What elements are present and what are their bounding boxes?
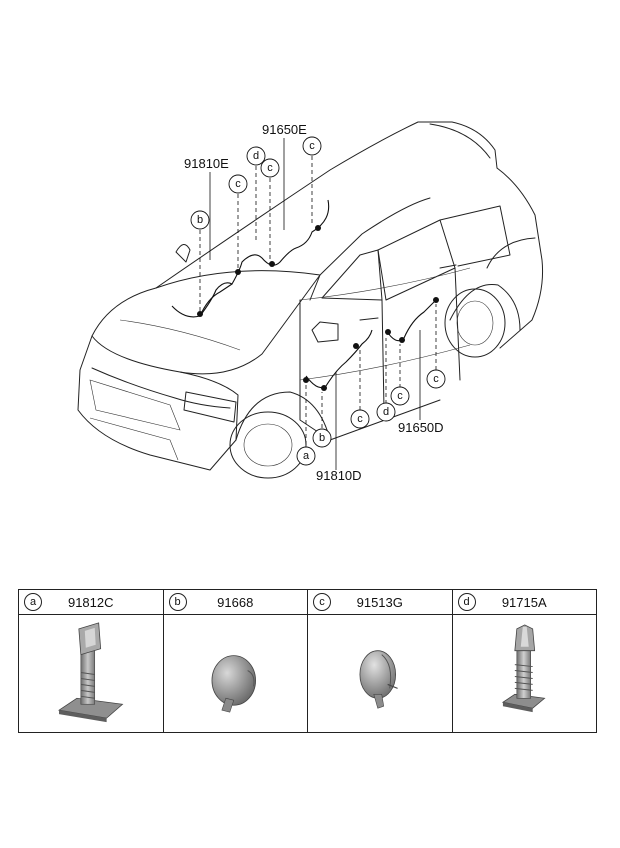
marker-c-2: c (260, 158, 280, 178)
angled-cap-clip-icon (359, 650, 398, 709)
legend-cell-c: c 91513G (308, 590, 453, 732)
legend-part-code: 91668 (217, 594, 254, 610)
callout-91810d: 91810D (316, 468, 362, 483)
marker-d-bottom: d (376, 402, 396, 422)
marker-c-3: c (302, 136, 322, 156)
legend-header: a 91812C (19, 590, 163, 615)
marker-c-5: c (390, 386, 410, 406)
marker-c-1: c (228, 174, 248, 194)
legend-cell-a: a 91812C (19, 590, 164, 732)
legend-part-code: 91812C (67, 594, 114, 610)
harness-91650d (385, 297, 439, 343)
marker-c-4: c (350, 409, 370, 429)
svg-text:c: c (235, 178, 241, 190)
marker-b-top: b (190, 210, 210, 230)
svg-text:b: b (319, 432, 325, 444)
callout-91650e: 91650E (262, 122, 307, 137)
marker-c-6: c (426, 369, 446, 389)
marker-a: a (296, 446, 316, 466)
harness-91810e (171, 199, 330, 318)
round-cap-clip-icon (211, 655, 256, 713)
wiring-diagram: 91810E 91650E 91810D 91650D b c d c c a … (77, 121, 543, 483)
legend-part-code: 91513G (356, 594, 403, 610)
legend-letter: c (313, 593, 331, 611)
svg-text:d: d (253, 150, 259, 162)
legend-letter: d (457, 593, 476, 611)
legend-cell-d: d 91715A (452, 590, 596, 732)
svg-text:a: a (303, 450, 310, 462)
harness-91810d (303, 329, 373, 391)
svg-text:c: c (267, 162, 273, 174)
legend-part-code: 91715A (501, 594, 547, 610)
legend-letter: a (24, 593, 42, 611)
svg-text:c: c (433, 373, 439, 385)
legend-header: d 91715A (452, 590, 596, 615)
leader-lines (199, 138, 437, 470)
parts-legend-table: a 91812C b 91668 (18, 589, 597, 733)
svg-text:c: c (397, 390, 403, 402)
svg-text:b: b (197, 214, 203, 226)
svg-text:c: c (309, 140, 315, 152)
marker-d-top: d (246, 146, 266, 166)
marker-b-bottom: b (312, 428, 332, 448)
callout-91810e: 91810E (184, 156, 229, 171)
vehicle-outline (77, 121, 543, 479)
legend-header: c 91513G (308, 590, 452, 615)
legend-cell-b: b 91668 (163, 590, 308, 732)
legend-letter: b (168, 593, 187, 611)
callout-91650d: 91650D (398, 420, 444, 435)
bolt-clip-icon (57, 622, 124, 723)
svg-text:c: c (357, 413, 363, 425)
fir-tree-clip-icon (501, 624, 546, 713)
legend-header: b 91668 (163, 590, 307, 615)
svg-text:d: d (383, 406, 389, 418)
